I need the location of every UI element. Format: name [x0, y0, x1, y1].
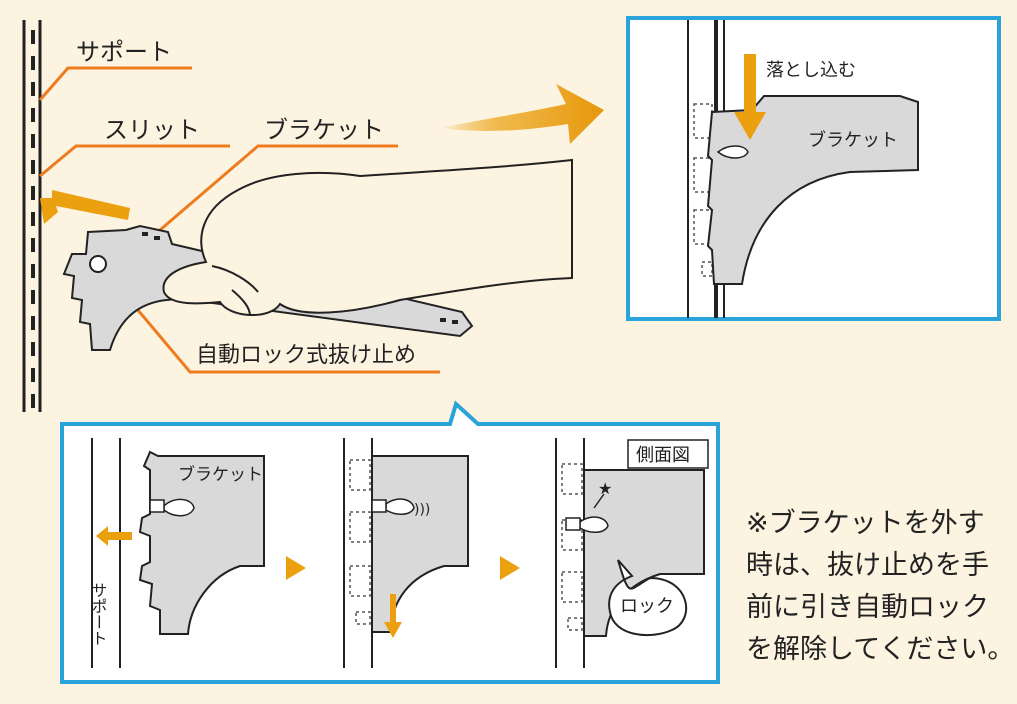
- steps-panel: ブラケット サポート ))): [60, 400, 720, 684]
- side-view-box: [627, 439, 709, 469]
- vibration-waves: ))): [414, 502, 430, 518]
- drop-arrow-icon: [734, 54, 766, 140]
- note-text: ※ブラケットを外す 時は、抜け止めを手 前に引き自動ロック を解除してください。: [746, 508, 1014, 665]
- hand-illustration: [162, 158, 573, 317]
- slit-label: スリット: [104, 116, 200, 144]
- support-rail: [22, 20, 42, 412]
- pull-arrow-icon: [96, 526, 132, 546]
- inset-bracket-label: ブラケット: [808, 129, 898, 151]
- step-bracket-label: ブラケット: [178, 464, 263, 485]
- note-line-3: 前に引き自動ロック: [746, 592, 989, 623]
- drop-in-label: 落とし込む: [766, 60, 856, 81]
- note-line-1: ※ブラケットを外す: [746, 508, 985, 539]
- auto-lock-label: 自動ロック式抜け止め: [196, 343, 416, 368]
- lock-callout: [608, 559, 688, 637]
- down-arrow-icon: [384, 594, 402, 638]
- bracket-label: ブラケット: [264, 116, 384, 144]
- note-line-2: 時は、抜け止めを手: [746, 550, 989, 581]
- step-3: [555, 438, 709, 668]
- rail-slits: [31, 30, 35, 408]
- note-line-4: を解除してください。: [746, 634, 1014, 665]
- inset-panel: [626, 16, 1001, 321]
- step-support-label: サポート: [89, 582, 108, 646]
- next-step-arrow-icon-2: [500, 556, 520, 580]
- lock-label: ロック: [620, 596, 674, 617]
- next-step-arrow-icon: [286, 556, 306, 580]
- step-1: [91, 438, 265, 668]
- insert-arrow-icon: [40, 190, 130, 224]
- side-view-label: 側面図: [636, 445, 690, 466]
- step-2: [343, 438, 469, 668]
- support-label: サポート: [76, 38, 172, 66]
- big-arrow-icon: [440, 84, 604, 144]
- star-mark: ★: [598, 479, 612, 498]
